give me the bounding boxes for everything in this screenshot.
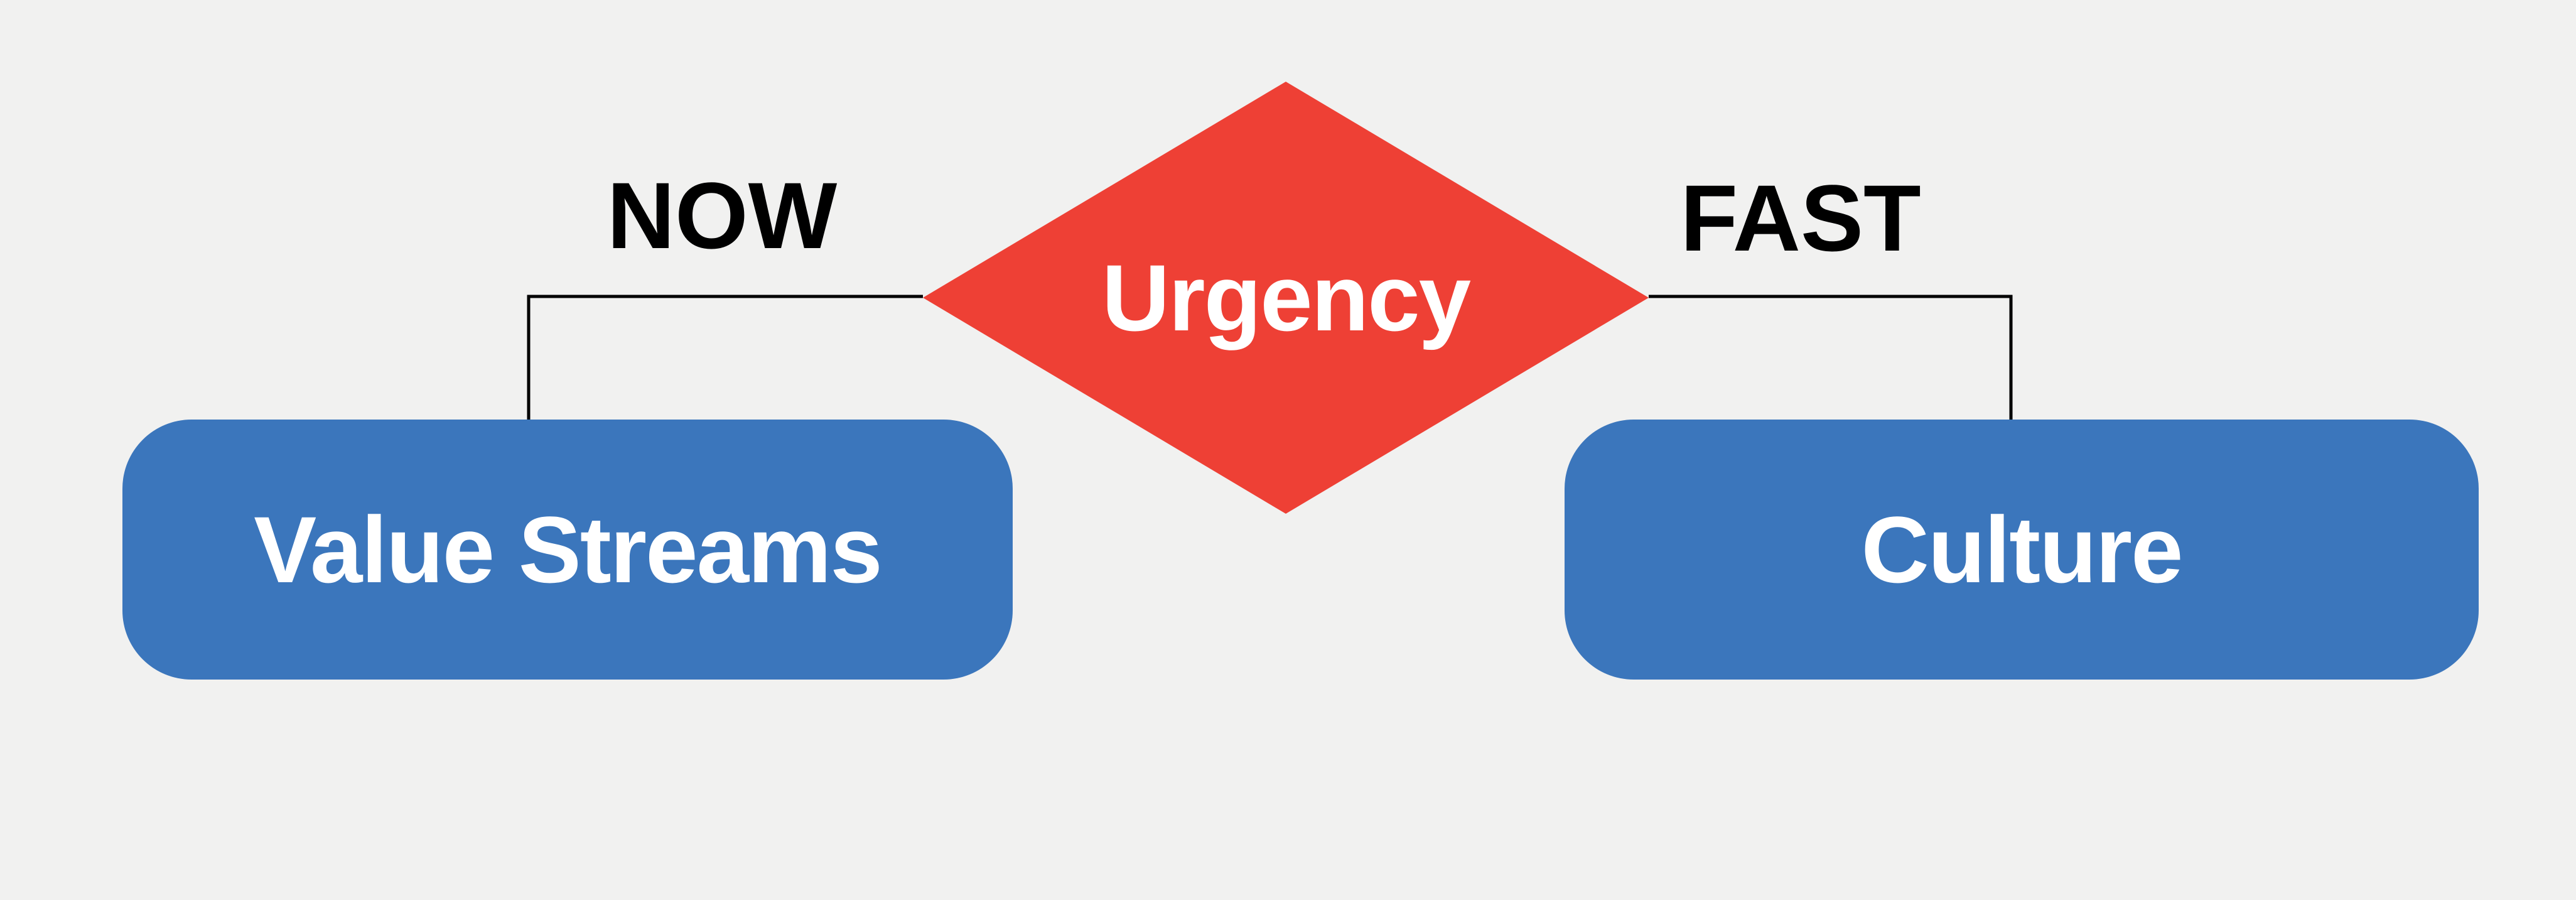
left-connector-line bbox=[527, 295, 923, 421]
value-streams-label: Value Streams bbox=[254, 496, 883, 602]
decision-node-label: Urgency bbox=[1101, 244, 1471, 350]
value-streams-box: Value Streams bbox=[122, 420, 1013, 680]
urgency-diamond-shape bbox=[923, 82, 1649, 514]
edge-label-now: NOW bbox=[606, 163, 838, 268]
right-connector-line bbox=[1649, 295, 2013, 421]
culture-label: Culture bbox=[1861, 496, 2184, 602]
decision-node: Urgency bbox=[923, 82, 1649, 514]
edge-label-fast: FAST bbox=[1680, 165, 1921, 271]
culture-box: Culture bbox=[1565, 420, 2479, 680]
